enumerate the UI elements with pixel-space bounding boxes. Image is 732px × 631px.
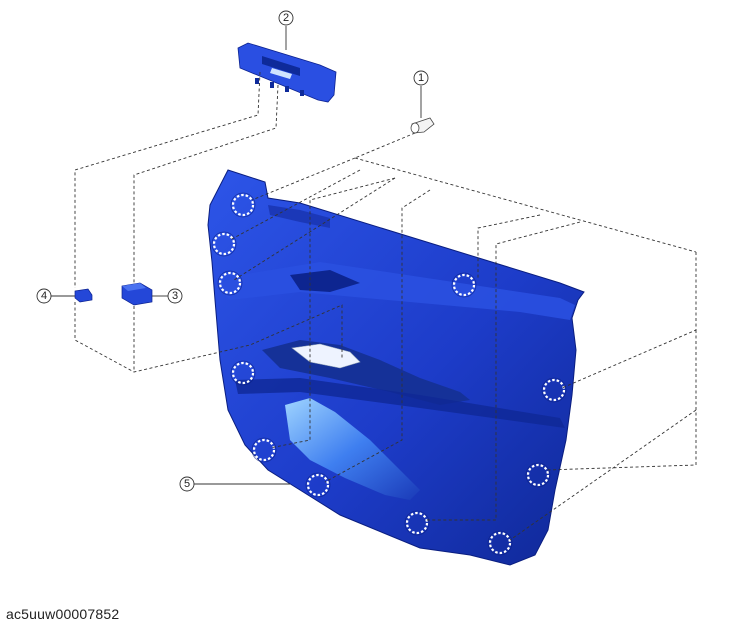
clip-ring [218,271,242,295]
clip-ring [306,473,330,497]
callout-2: 2 [278,10,294,26]
clip-locations [212,193,566,555]
callout-5-label: 5 [184,478,190,490]
callout-3-label: 3 [172,290,178,302]
clip-ring [405,511,429,535]
switch-panel-part [237,42,337,103]
figure-id-label: ac5uuw00007852 [6,606,120,622]
clip-ring [526,463,550,487]
clip-ring [252,438,276,462]
callout-4: 4 [36,288,52,304]
callout-3: 3 [167,288,183,304]
leader-lines [51,26,697,541]
callout-1-label: 1 [418,72,424,84]
clip-ring [542,378,566,402]
callout-4-label: 4 [41,290,47,302]
clip-ring [212,232,236,256]
callout-1: 1 [413,70,429,86]
switch-part-3 [121,282,153,306]
small-bracket-part-4 [74,288,93,303]
callout-2-label: 2 [283,12,289,24]
door-trim-panel [207,169,585,566]
fastener-clip-part [410,117,435,134]
clip-ring [488,531,512,555]
clip-ring [231,193,255,217]
clip-ring [452,273,476,297]
callout-5: 5 [179,476,195,492]
clip-ring [231,361,255,385]
